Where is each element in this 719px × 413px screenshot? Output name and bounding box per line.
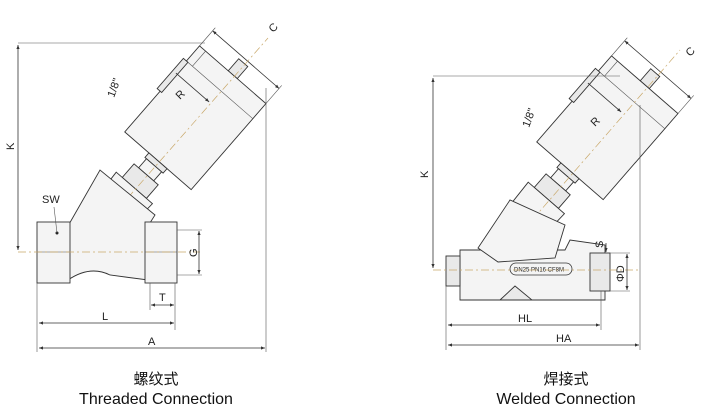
label-S: S	[594, 241, 606, 248]
label-K: K	[5, 142, 17, 150]
label-C: C	[267, 21, 281, 35]
threaded-caption-cn: 螺纹式	[133, 370, 179, 388]
label-C: C	[684, 45, 698, 59]
right-weld-end	[589, 252, 611, 292]
body-marking: DN25 PN16 CF8M	[514, 268, 564, 274]
left-hex-end	[36, 221, 71, 284]
label-A: A	[148, 336, 156, 348]
label-HL: HL	[518, 313, 532, 325]
label-SW: SW	[42, 194, 60, 206]
label-HA: HA	[556, 333, 572, 345]
label-port: 1/8"	[521, 107, 539, 129]
label-K: K	[419, 170, 431, 178]
threaded-caption-en: Threaded Connection	[79, 391, 233, 408]
label-D: ΦD	[615, 265, 627, 282]
welded-valve-drawing: DN25 PN16 CF8M K C 1/8" R S ΦD HL HA	[419, 37, 698, 350]
welded-caption-en: Welded Connection	[496, 391, 636, 408]
right-hex-end	[144, 221, 178, 284]
welded-caption-cn: 焊接式	[543, 370, 589, 388]
label-L: L	[102, 311, 108, 323]
label-port: 1/8"	[106, 77, 124, 99]
left-weld-end	[445, 255, 461, 287]
label-T: T	[159, 292, 166, 304]
label-G: G	[188, 248, 200, 257]
threaded-valve-drawing: K C 1/8" R SW G T L A	[5, 21, 282, 352]
